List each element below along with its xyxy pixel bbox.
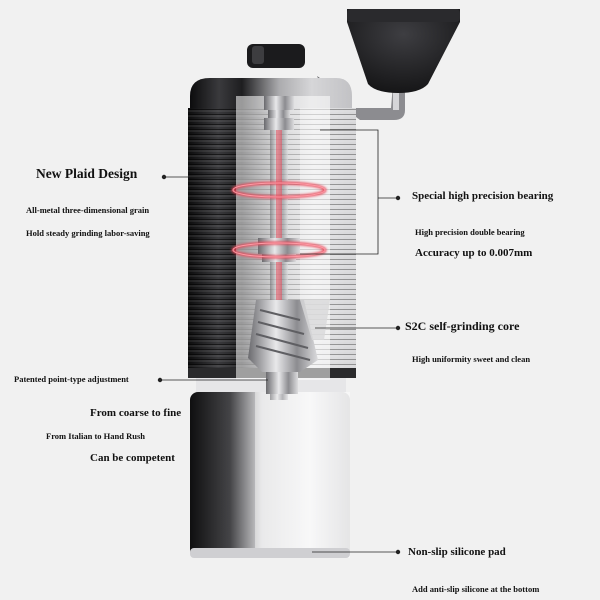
callout-dots — [157, 174, 401, 555]
crank-handle — [317, 9, 460, 120]
bearing-line-2: Accuracy up to 0.007mm — [415, 247, 533, 259]
adjustment-line-3: Can be competent — [90, 452, 175, 464]
bearing-title: Special high precision bearing — [412, 190, 554, 202]
plaid-design-line-1: All-metal three-dimensional grain — [26, 205, 150, 215]
adjustment-title: Patented point-type adjustment — [14, 374, 129, 384]
adjustment-line-2: From Italian to Hand Rush — [46, 431, 146, 441]
silicone-pad-line-1: Add anti-slip silicone at the bottom — [412, 584, 540, 594]
grinding-core-line-1: High uniformity sweet and clean — [412, 354, 531, 364]
grinding-core-title: S2C self-grinding core — [405, 319, 520, 333]
powder-jar — [190, 378, 350, 558]
bearing-line-1: High precision double bearing — [415, 227, 525, 237]
callout-lines — [160, 129, 398, 553]
silicone-pad-title: Non-slip silicone pad — [408, 546, 506, 558]
adjustment-line-1: From coarse to fine — [90, 407, 182, 419]
bearing-rings — [231, 181, 327, 259]
plaid-design-title: New Plaid Design — [36, 166, 138, 181]
inner-cutaway — [236, 96, 330, 400]
plaid-design-line-2: Hold steady grinding labor-saving — [26, 228, 150, 238]
